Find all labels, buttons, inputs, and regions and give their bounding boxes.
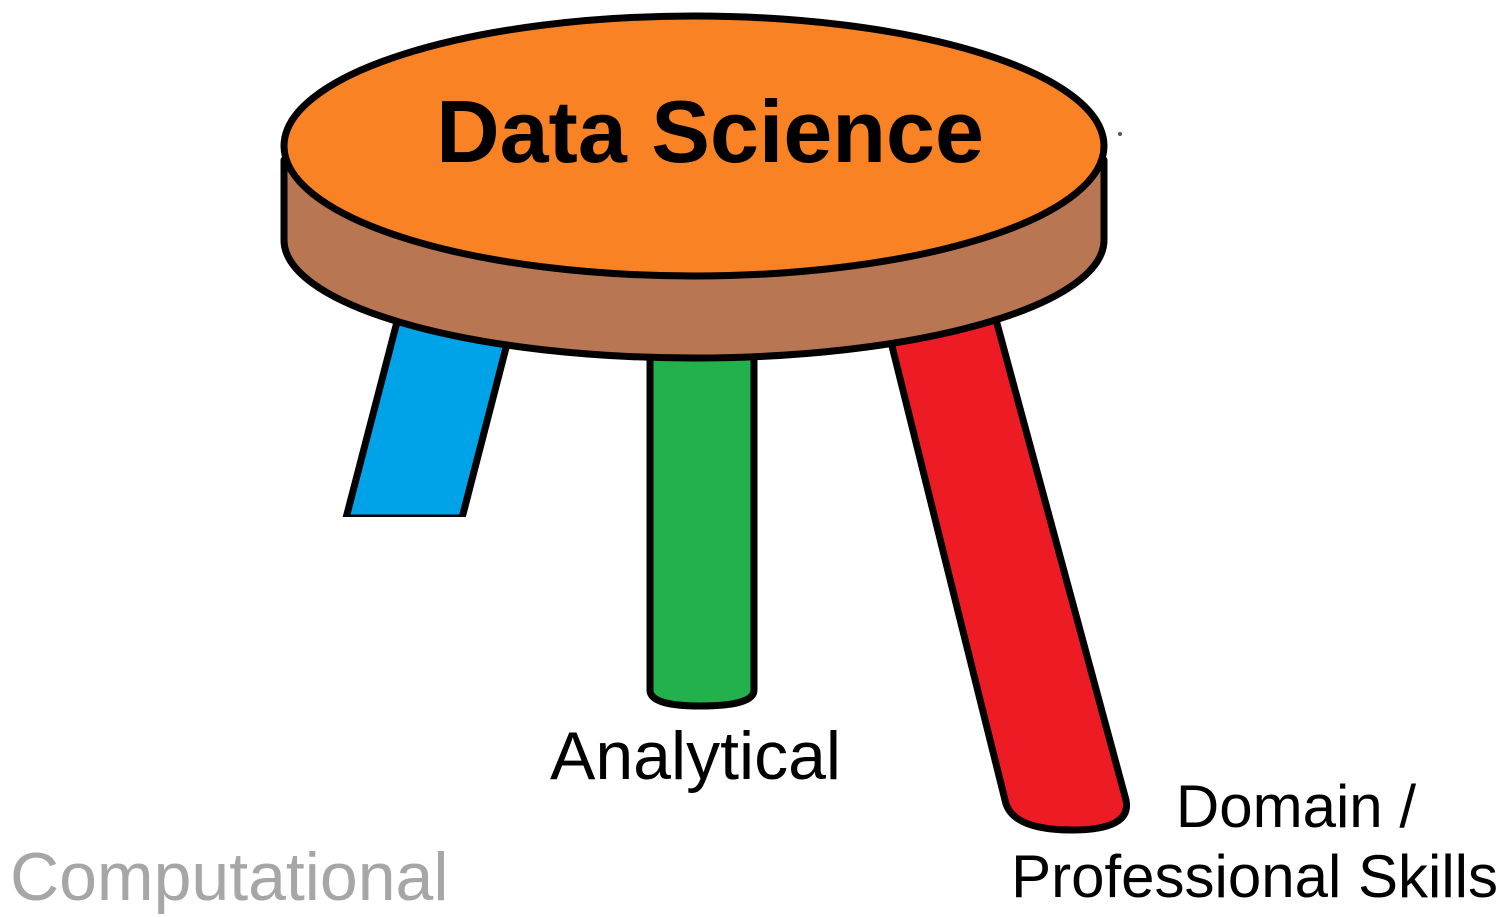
speck [1118, 132, 1122, 136]
analytical-label: Analytical [550, 718, 842, 794]
computational-label: Computational [10, 839, 449, 915]
domain-leg [884, 312, 1131, 834]
stool-seat-top [280, 12, 1108, 280]
computational-leg [342, 314, 512, 522]
seat-title: Data Science [436, 82, 984, 181]
analytical-leg [646, 316, 758, 710]
computational-leg-mask [330, 517, 480, 607]
domain-label: Domain / Professional Skills [968, 772, 1498, 912]
domain-label-line-2: Professional Skills [1011, 843, 1498, 910]
domain-label-line-1: Domain / [1175, 773, 1416, 840]
